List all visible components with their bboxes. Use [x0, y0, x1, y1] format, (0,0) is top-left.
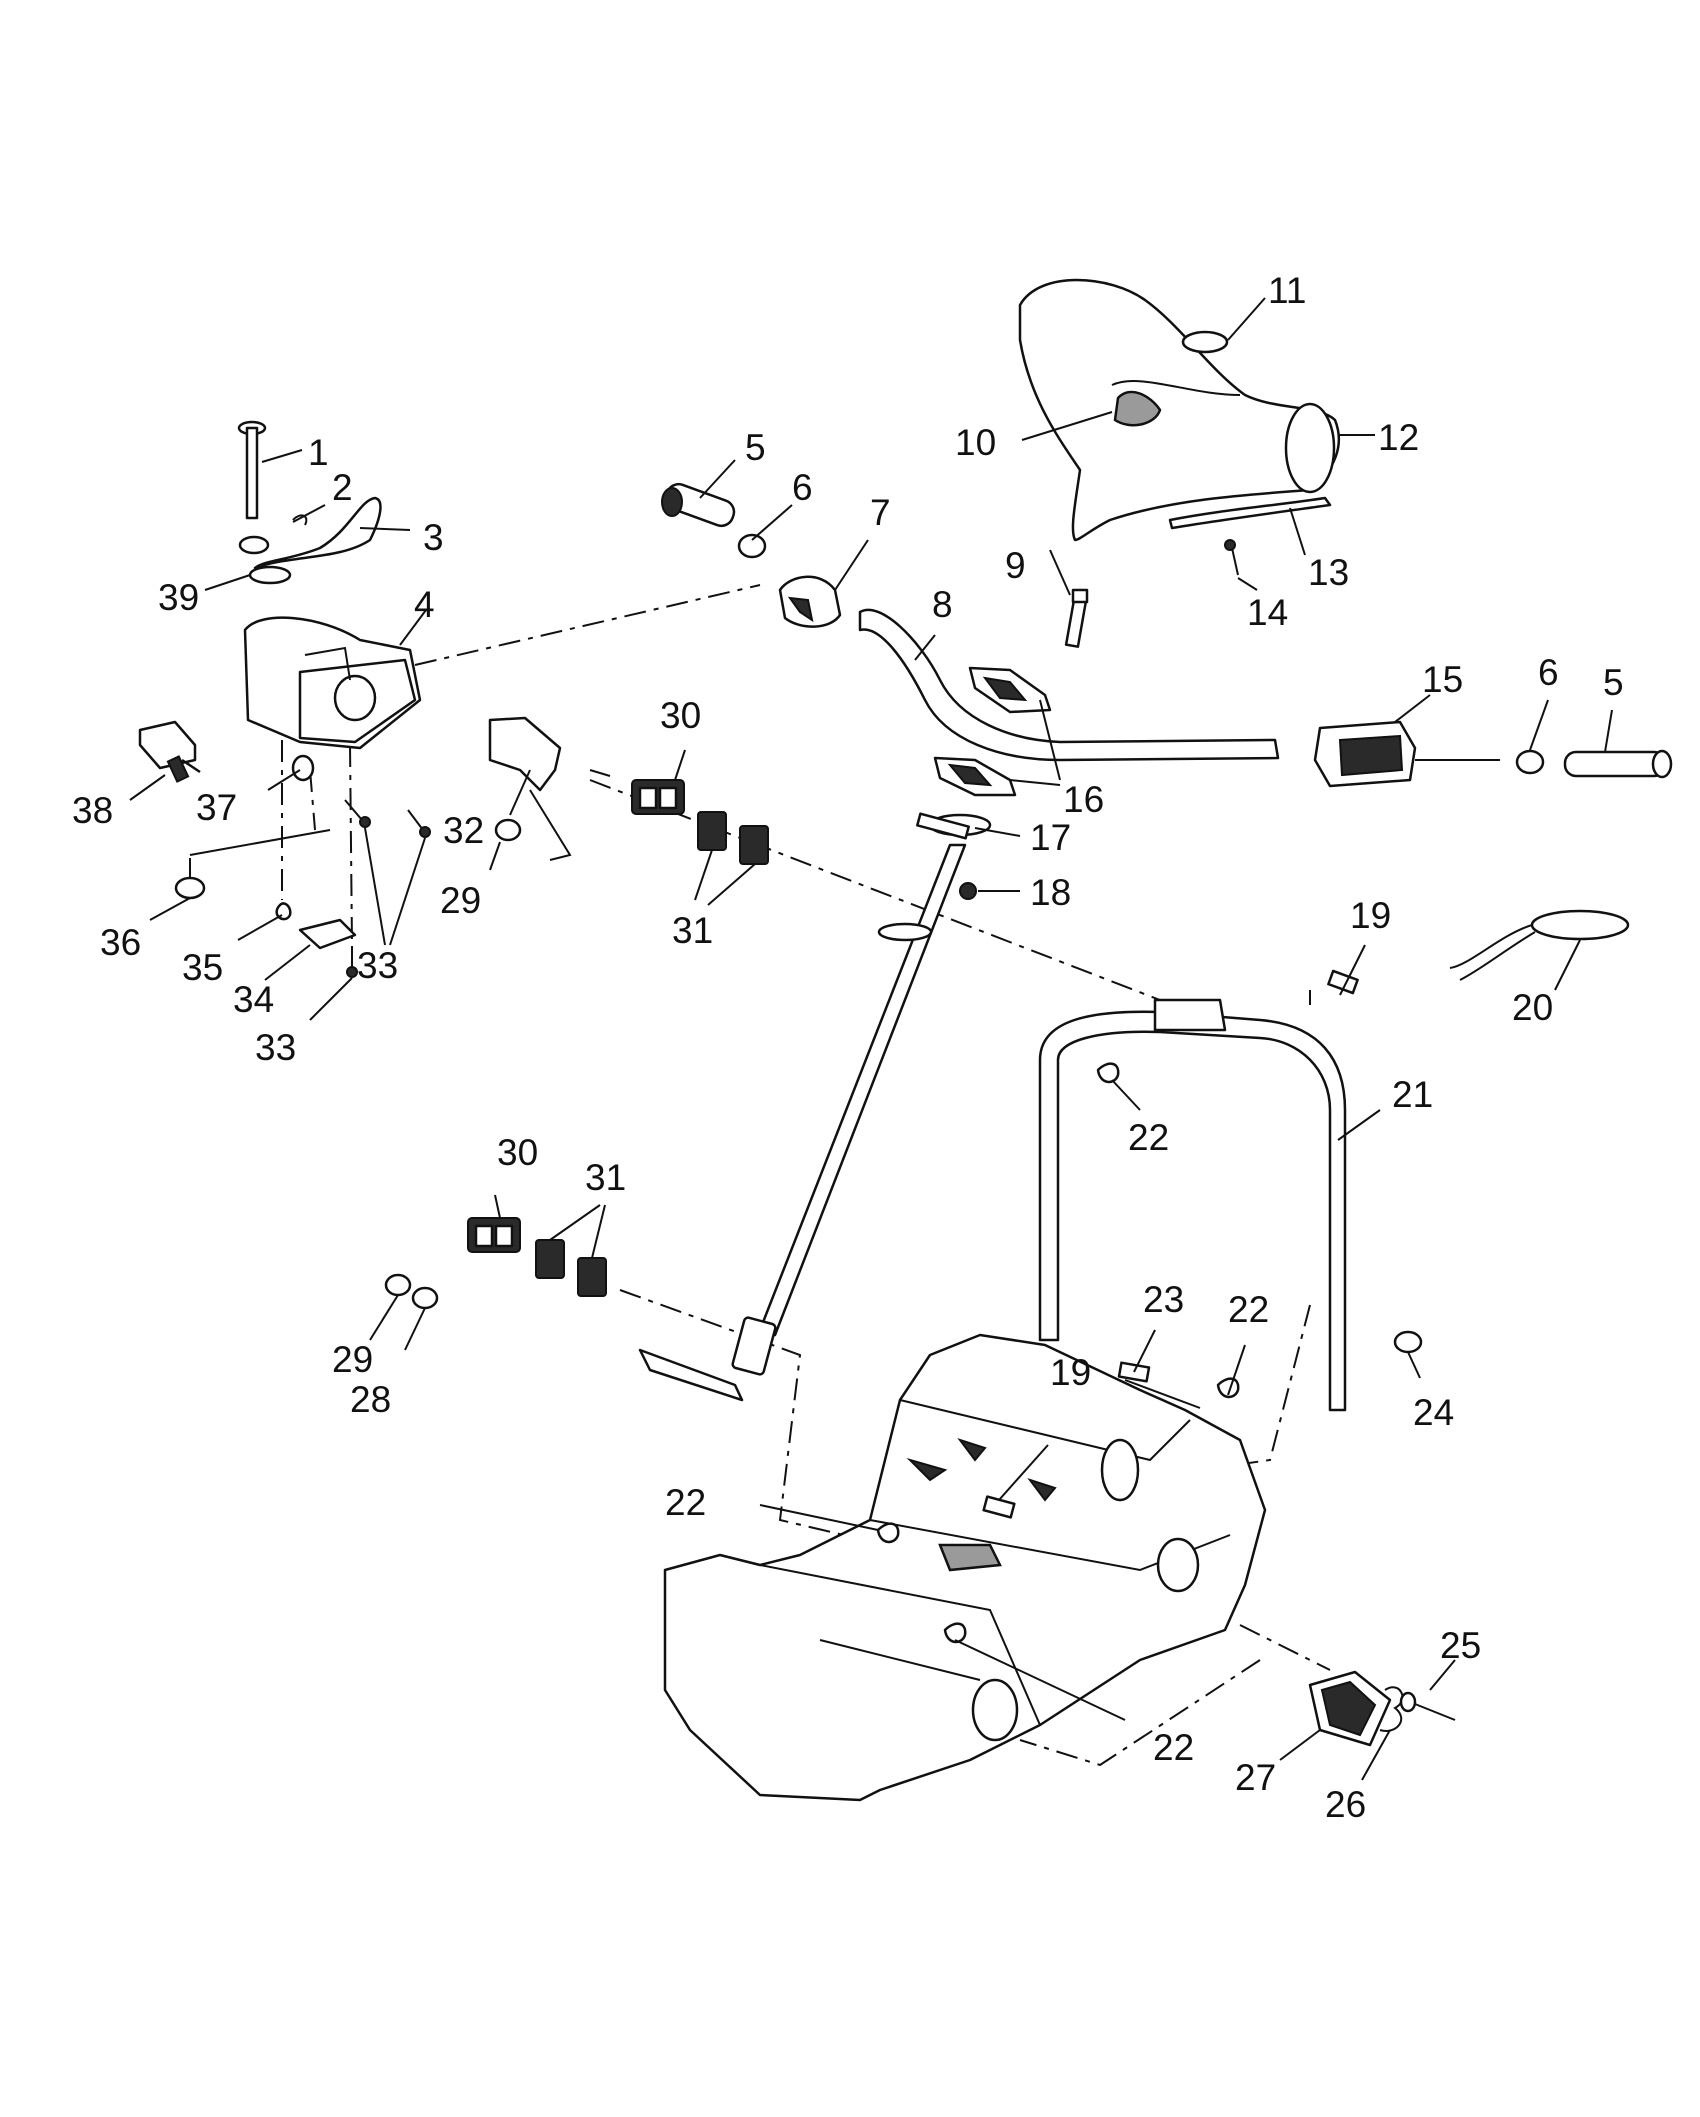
callout-32: 32 [443, 810, 484, 851]
handlebar-bolt [1064, 588, 1089, 648]
callout-12: 12 [1378, 417, 1419, 458]
callout-9: 9 [1005, 545, 1026, 586]
callout-22-right: 22 [1228, 1289, 1269, 1330]
front-bumper-loop [1038, 998, 1347, 1412]
steering-nut [959, 882, 977, 900]
plate-34 [298, 918, 357, 950]
callout-leaders [129, 297, 1613, 1781]
callout-21: 21 [1392, 1074, 1433, 1115]
callout-24: 24 [1413, 1392, 1454, 1433]
console-decal [1181, 330, 1229, 354]
callout-22-lower: 22 [1153, 1727, 1194, 1768]
chassis-frame [663, 1333, 1267, 1802]
pin-25 [1399, 1691, 1456, 1721]
handlebar-control-left [778, 575, 842, 628]
bushing-30-lower [467, 1217, 521, 1253]
callout-5-right: 5 [1603, 662, 1624, 703]
bushing-30-upper [589, 769, 685, 815]
bolt-19-lower [982, 1495, 1016, 1519]
callout-15: 15 [1422, 659, 1463, 700]
callout-19-lower: 19 [1050, 1352, 1091, 1393]
callout-6-right: 6 [1538, 652, 1559, 693]
grip-left [661, 482, 736, 528]
steering-housing [243, 616, 422, 750]
callout-38: 38 [72, 790, 113, 831]
mount-bracket [488, 716, 562, 792]
grip-right [1563, 749, 1673, 779]
callout-33-lower: 33 [255, 1027, 296, 1068]
callout-8: 8 [932, 584, 953, 625]
callout-29-upper: 29 [440, 880, 481, 921]
callout-26: 26 [1325, 1784, 1366, 1825]
callout-34: 34 [233, 979, 274, 1020]
callout-5-left: 5 [745, 427, 766, 468]
mount-27 [1308, 1670, 1392, 1747]
callout-39: 39 [158, 577, 199, 618]
bolt-small [344, 799, 431, 978]
washer-top [238, 535, 270, 555]
spring-26 [1379, 1686, 1404, 1732]
console-screw [1224, 539, 1239, 576]
callout-1: 1 [308, 432, 329, 473]
callout-3: 3 [423, 517, 444, 558]
bushing-31-upper [697, 811, 769, 865]
handlebar-control-right [1313, 720, 1500, 788]
callout-labels: 1 2 3 4 5 6 7 8 9 10 11 12 13 14 15 6 5 … [72, 270, 1624, 1825]
nut-29-lower [384, 1273, 412, 1297]
nut-29-upper [494, 818, 522, 842]
callout-6-left: 6 [792, 467, 813, 508]
steering-arm [248, 496, 382, 585]
callout-25: 25 [1440, 1625, 1481, 1666]
callout-7: 7 [870, 492, 891, 533]
callout-2: 2 [332, 467, 353, 508]
callout-17: 17 [1030, 817, 1071, 858]
callout-31-lower: 31 [585, 1157, 626, 1198]
pivot-bolt [237, 420, 267, 520]
callout-13: 13 [1308, 552, 1349, 593]
callout-29-lower: 29 [332, 1339, 373, 1380]
callout-10: 10 [955, 422, 996, 463]
callout-16: 16 [1063, 779, 1104, 820]
callout-33-upper: 33 [357, 945, 398, 986]
wing-nut-22 [876, 1062, 1240, 1644]
console-trim-strip [1168, 496, 1332, 530]
callout-28: 28 [350, 1379, 391, 1420]
callout-14: 14 [1247, 592, 1288, 633]
washer-28 [411, 1286, 439, 1310]
callout-36: 36 [100, 922, 141, 963]
callout-19-upper: 19 [1350, 895, 1391, 936]
wire-coil-20 [1449, 909, 1630, 981]
nut-24 [1393, 1330, 1423, 1354]
handlebar-clamp-upper [968, 666, 1052, 714]
bumper-block [138, 720, 201, 783]
callout-4: 4 [414, 584, 435, 625]
console-cover [1018, 278, 1340, 542]
callout-30-upper: 30 [660, 695, 701, 736]
bolt-19-upper [1327, 969, 1359, 995]
nut-36 [174, 858, 206, 900]
bushing-31-lower [535, 1239, 607, 1297]
callout-31-upper: 31 [672, 910, 713, 951]
grip-bushing-right [1515, 749, 1545, 775]
callout-30-lower: 30 [497, 1132, 538, 1173]
steering-post [638, 812, 992, 1402]
callout-20: 20 [1512, 987, 1553, 1028]
callout-23: 23 [1143, 1279, 1184, 1320]
grip-bushing-left [737, 533, 767, 559]
callout-22-upper: 22 [1128, 1117, 1169, 1158]
callout-35: 35 [182, 947, 223, 988]
callout-22-left: 22 [665, 1482, 706, 1523]
handlebar [858, 608, 1280, 762]
washer-small [291, 754, 315, 782]
handlebar-clamp-lower [933, 756, 1017, 797]
callout-27: 27 [1235, 1757, 1276, 1798]
callout-18: 18 [1030, 872, 1071, 913]
callout-11: 11 [1268, 270, 1306, 311]
callout-37: 37 [196, 787, 237, 828]
